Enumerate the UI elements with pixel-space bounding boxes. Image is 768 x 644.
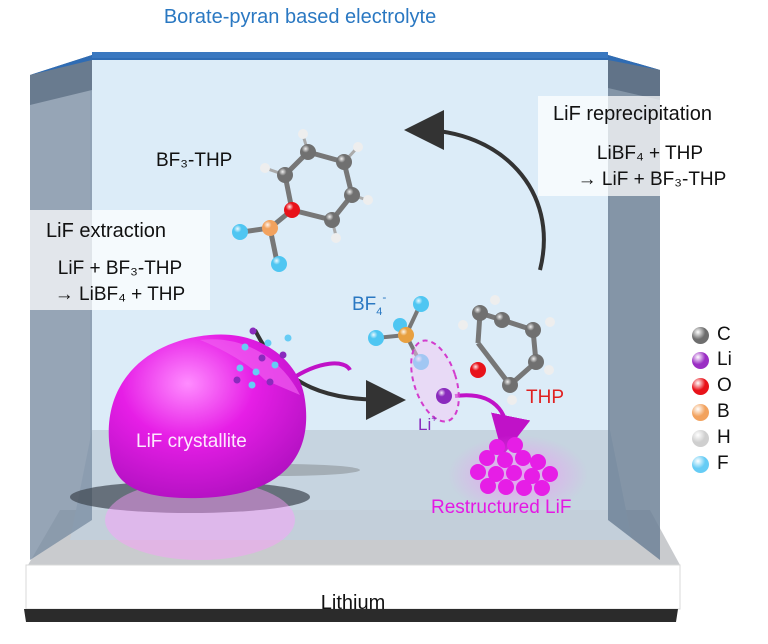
li-deposition-arrow xyxy=(454,393,531,456)
fluorine-atom-icon xyxy=(692,455,709,473)
bf3-thp-label: BF₃-THP xyxy=(156,150,233,171)
bf3-thp-molecule xyxy=(232,129,373,272)
legend-label: Li xyxy=(717,349,732,370)
legend-item-oxygen: O xyxy=(692,374,732,398)
legend-label: O xyxy=(717,375,732,396)
reprecipitation-heading: LiF reprecipitation xyxy=(553,103,712,125)
reprecipitation-arrow xyxy=(404,110,546,271)
substrate-label: Lithium xyxy=(320,592,386,614)
reprecipitation-box xyxy=(538,96,752,196)
reprecipitation-equation-line2: → LiF + BF₃-THP xyxy=(577,169,727,190)
thp-label: THP xyxy=(526,387,564,408)
restructured-lif-cluster xyxy=(470,437,558,496)
lithium-layer xyxy=(24,609,678,622)
legend-item-carbon: C xyxy=(692,323,731,347)
extraction-heading: LiF extraction xyxy=(46,220,167,242)
li-ion-label-sup: + xyxy=(431,414,438,425)
bf4-label-base: BF xyxy=(352,294,377,315)
bf4-label-sub: 4 xyxy=(376,306,383,318)
restructured-lif-label: Restructured LiF xyxy=(431,497,572,518)
released-ions xyxy=(233,327,292,389)
platform-front xyxy=(25,564,681,610)
extraction-equation-line2: → LiBF₄ + THP xyxy=(54,284,186,305)
hydrogen-atom-icon xyxy=(692,429,709,447)
extraction-box xyxy=(30,210,210,310)
legend-label: F xyxy=(717,453,729,474)
li-ion-label: Li+ xyxy=(418,414,437,435)
lif-crystallite-label: LiF crystallite xyxy=(136,431,247,452)
thp-molecule xyxy=(458,295,555,405)
legend-item-boron: B xyxy=(692,400,730,424)
legend-item-hydrogen: H xyxy=(692,426,731,450)
boron-atom-icon xyxy=(692,403,709,421)
top-edge xyxy=(30,55,660,75)
legend-label: H xyxy=(717,427,731,448)
carbon-atom-icon xyxy=(692,326,709,344)
legend-item-lithium: Li xyxy=(692,348,732,372)
reprecipitation-equation-line1: LiBF₄ + THP xyxy=(596,143,704,164)
diagram-title: Borate-pyran based electrolyte xyxy=(163,6,437,28)
legend-label: C xyxy=(717,324,731,345)
lithium-atom-icon xyxy=(692,351,709,369)
release-arrow xyxy=(288,361,352,382)
legend-item-fluorine: F xyxy=(692,452,729,476)
bf4-label-sup: - xyxy=(382,290,387,304)
li-ion-label-base: Li xyxy=(418,415,432,434)
bf4-anion xyxy=(368,296,429,370)
bf4-label: BF4 - xyxy=(352,290,386,318)
legend-label: B xyxy=(717,401,730,422)
oxygen-atom-icon xyxy=(692,377,709,395)
extraction-equation-line1: LiF + BF₃-THP xyxy=(57,258,183,279)
